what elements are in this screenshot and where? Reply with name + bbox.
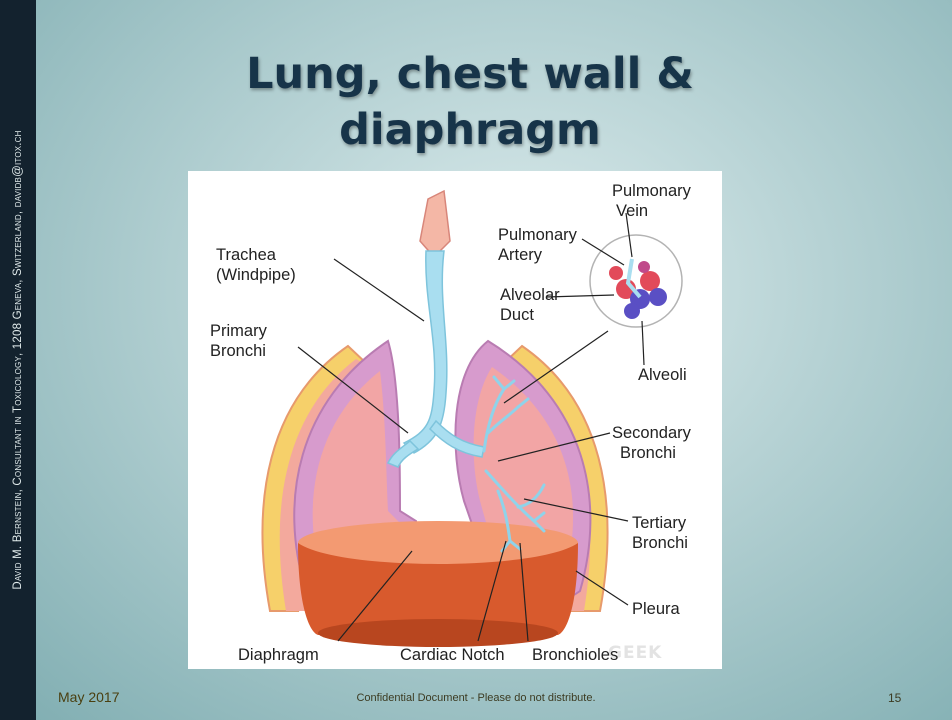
label-pulmonary-artery: Pulmonary Artery bbox=[498, 225, 577, 265]
label-tertiary-bronchi: Tertiary Bronchi bbox=[632, 513, 688, 553]
label-trachea: Trachea (Windpipe) bbox=[216, 245, 296, 285]
label-pleura: Pleura bbox=[632, 599, 680, 619]
slide-title: Lung, chest wall & diaphragm bbox=[150, 46, 790, 158]
label-bronchioles: Bronchioles bbox=[532, 645, 618, 665]
label-tertiary-bronchi-line2: Bronchi bbox=[632, 533, 688, 553]
footer-page-number: 15 bbox=[888, 691, 901, 705]
label-alveolar-duct-line1: Alveolar bbox=[500, 285, 560, 305]
label-pulmonary-vein-line1: Pulmonary bbox=[612, 181, 691, 201]
label-alveolar-duct-line2: Duct bbox=[500, 305, 560, 325]
label-trachea-line1: Trachea bbox=[216, 245, 296, 265]
label-cardiac-notch: Cardiac Notch bbox=[400, 645, 505, 665]
label-secondary-bronchi-line2: Bronchi bbox=[612, 443, 691, 463]
label-tertiary-bronchi-line1: Tertiary bbox=[632, 513, 688, 533]
label-pulmonary-vein: Pulmonary Vein bbox=[612, 181, 691, 221]
label-secondary-bronchi: Secondary Bronchi bbox=[612, 423, 691, 463]
lung-diagram: Pulmonary Vein Pulmonary Artery Trachea … bbox=[188, 171, 722, 669]
label-alveolar-duct: Alveolar Duct bbox=[500, 285, 560, 325]
trachea bbox=[404, 251, 447, 453]
label-alveoli: Alveoli bbox=[638, 365, 687, 385]
label-primary-bronchi: Primary Bronchi bbox=[210, 321, 267, 361]
label-pulmonary-vein-line2: Vein bbox=[612, 201, 691, 221]
author-credit: David M. Bernstein, Consultant in Toxico… bbox=[12, 130, 24, 589]
sidebar: David M. Bernstein, Consultant in Toxico… bbox=[0, 0, 36, 720]
footer-confidential: Confidential Document - Please do not di… bbox=[0, 692, 952, 704]
label-pulmonary-artery-line2: Artery bbox=[498, 245, 577, 265]
title-line-2: diaphragm bbox=[150, 102, 790, 158]
label-pulmonary-artery-line1: Pulmonary bbox=[498, 225, 577, 245]
larynx bbox=[420, 191, 450, 257]
label-secondary-bronchi-line1: Secondary bbox=[612, 423, 691, 443]
label-trachea-line2: (Windpipe) bbox=[216, 265, 296, 285]
title-line-1: Lung, chest wall & bbox=[150, 46, 790, 102]
label-diaphragm: Diaphragm bbox=[238, 645, 319, 665]
label-primary-bronchi-line2: Bronchi bbox=[210, 341, 267, 361]
label-primary-bronchi-line1: Primary bbox=[210, 321, 267, 341]
diaphragm-bottom bbox=[318, 619, 558, 647]
